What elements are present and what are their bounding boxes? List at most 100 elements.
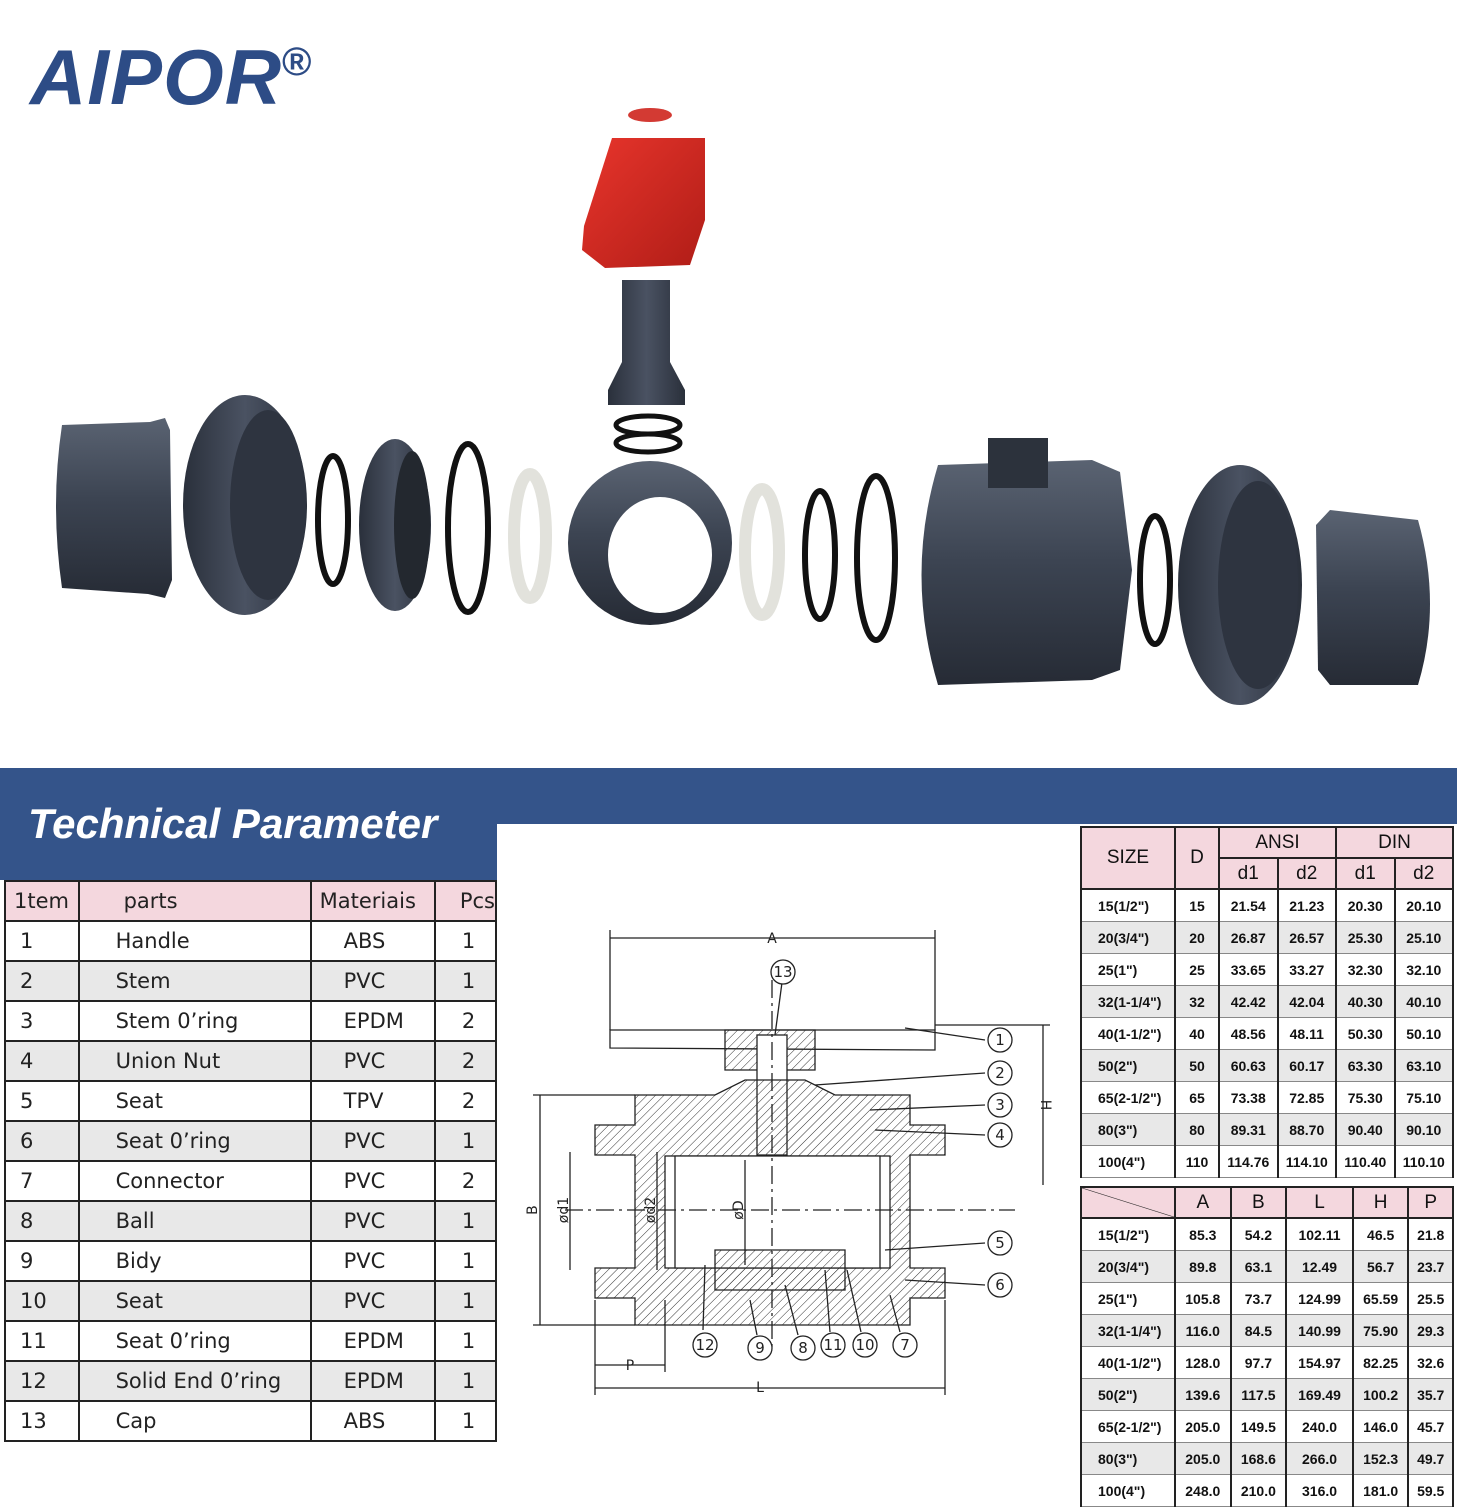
table-cell: 152.3 — [1351, 1442, 1410, 1475]
table-cell: 181.0 — [1351, 1474, 1410, 1507]
table-cell: 105.8 — [1174, 1282, 1232, 1315]
table-cell: EPDM — [309, 1360, 436, 1402]
table-cell: 85.3 — [1174, 1217, 1232, 1251]
table-cell: 114.76 — [1218, 1145, 1279, 1178]
oring-part-body — [1137, 513, 1173, 647]
table-cell: EPDM — [309, 1000, 436, 1042]
table-cell: 48.11 — [1276, 1017, 1337, 1050]
col-din: DIN — [1335, 826, 1454, 859]
table-cell: 124.99 — [1285, 1282, 1354, 1315]
table-cell: 8 — [4, 1200, 80, 1242]
table-cell: 89.31 — [1218, 1113, 1279, 1146]
table-cell: Seat 0’ring — [77, 1120, 312, 1162]
table-cell: 3 — [4, 1000, 80, 1042]
table-cell: 1 — [433, 1120, 498, 1162]
table-cell: 2 — [433, 1000, 498, 1042]
callout-circle — [987, 1122, 1013, 1148]
table-cell: 21.54 — [1218, 888, 1279, 922]
callout-number: 1 — [995, 1031, 1005, 1049]
table-cell: 15 — [1174, 888, 1220, 922]
left-connector-part — [56, 418, 172, 598]
table-cell: 50 — [1174, 1049, 1220, 1082]
table-cell: 21.23 — [1276, 888, 1337, 922]
callout-number: 2 — [995, 1064, 1005, 1082]
table-cell: 40.10 — [1393, 985, 1454, 1018]
table-cell: 26.57 — [1276, 921, 1337, 954]
table-cell: PVC — [309, 1040, 436, 1082]
table-cell: 1 — [433, 920, 498, 962]
table-cell: 240.0 — [1285, 1410, 1354, 1443]
table-cell: Solid End 0’ring — [77, 1360, 312, 1402]
table-cell: 65(2-1/2") — [1080, 1081, 1176, 1114]
callout-number: 3 — [995, 1096, 1005, 1114]
callout-number: 7 — [900, 1336, 910, 1354]
table-cell: 100(4") — [1080, 1474, 1176, 1507]
table-cell: 32 — [1174, 985, 1220, 1018]
table-cell: 1 — [433, 960, 498, 1002]
stem-oring-part — [613, 413, 683, 437]
col-size: SIZE — [1080, 826, 1176, 890]
callout-circle — [987, 1060, 1013, 1086]
table-cell: 80 — [1174, 1113, 1220, 1146]
table-cell: 72.85 — [1276, 1081, 1337, 1114]
dim-a-label: A — [767, 931, 777, 947]
col-a: A — [1174, 1186, 1232, 1219]
table-cell: 1 — [433, 1280, 498, 1322]
table-cell: 45.7 — [1407, 1410, 1454, 1443]
callout-circle — [790, 1335, 816, 1361]
table-cell: 21.8 — [1407, 1217, 1454, 1251]
col-din-d1: d1 — [1335, 857, 1396, 890]
table-cell: 50.30 — [1335, 1017, 1396, 1050]
table-cell: 20.10 — [1393, 888, 1454, 922]
table-cell: Union Nut — [77, 1040, 312, 1082]
table-cell: 2 — [4, 960, 80, 1002]
table-cell: ABS — [309, 1400, 436, 1442]
table-cell: 266.0 — [1285, 1442, 1354, 1475]
table-cell: 15(1/2") — [1080, 1217, 1176, 1251]
table-cell: 12 — [4, 1360, 80, 1402]
table-cell: 33.27 — [1276, 953, 1337, 986]
table-cell: 25.10 — [1393, 921, 1454, 954]
table-cell: 46.5 — [1351, 1217, 1410, 1251]
col-materials: Materiais — [309, 880, 436, 922]
table-cell: 25.30 — [1335, 921, 1396, 954]
dim-d2-label: ød2 — [643, 1197, 659, 1223]
brand-logo: AIPOR® — [30, 32, 313, 123]
callout-number: 8 — [798, 1339, 808, 1357]
table-cell: 33.65 — [1218, 953, 1279, 986]
table-cell: 42.04 — [1276, 985, 1337, 1018]
stem-oring-part-2 — [613, 431, 683, 455]
callout-number: 10 — [855, 1336, 874, 1354]
col-ansi-d1: d1 — [1218, 857, 1279, 890]
table-cell: 25.5 — [1407, 1282, 1454, 1315]
table-cell: PVC — [309, 1280, 436, 1322]
callout-circle — [987, 1272, 1013, 1298]
table-cell: Seat 0’ring — [77, 1320, 312, 1362]
table-cell: 1 — [433, 1320, 498, 1362]
callout-circle — [852, 1332, 878, 1358]
seat-oring-part — [445, 441, 491, 615]
table-cell: 49.7 — [1407, 1442, 1454, 1475]
table-cell: 48.56 — [1218, 1017, 1279, 1050]
table-cell: PVC — [309, 1160, 436, 1202]
table-cell: 248.0 — [1174, 1474, 1232, 1507]
cap-part — [628, 108, 672, 122]
table-cell: 116.0 — [1174, 1314, 1232, 1347]
table-cell: Seat — [77, 1080, 312, 1122]
table-cell: 100.2 — [1351, 1378, 1410, 1411]
